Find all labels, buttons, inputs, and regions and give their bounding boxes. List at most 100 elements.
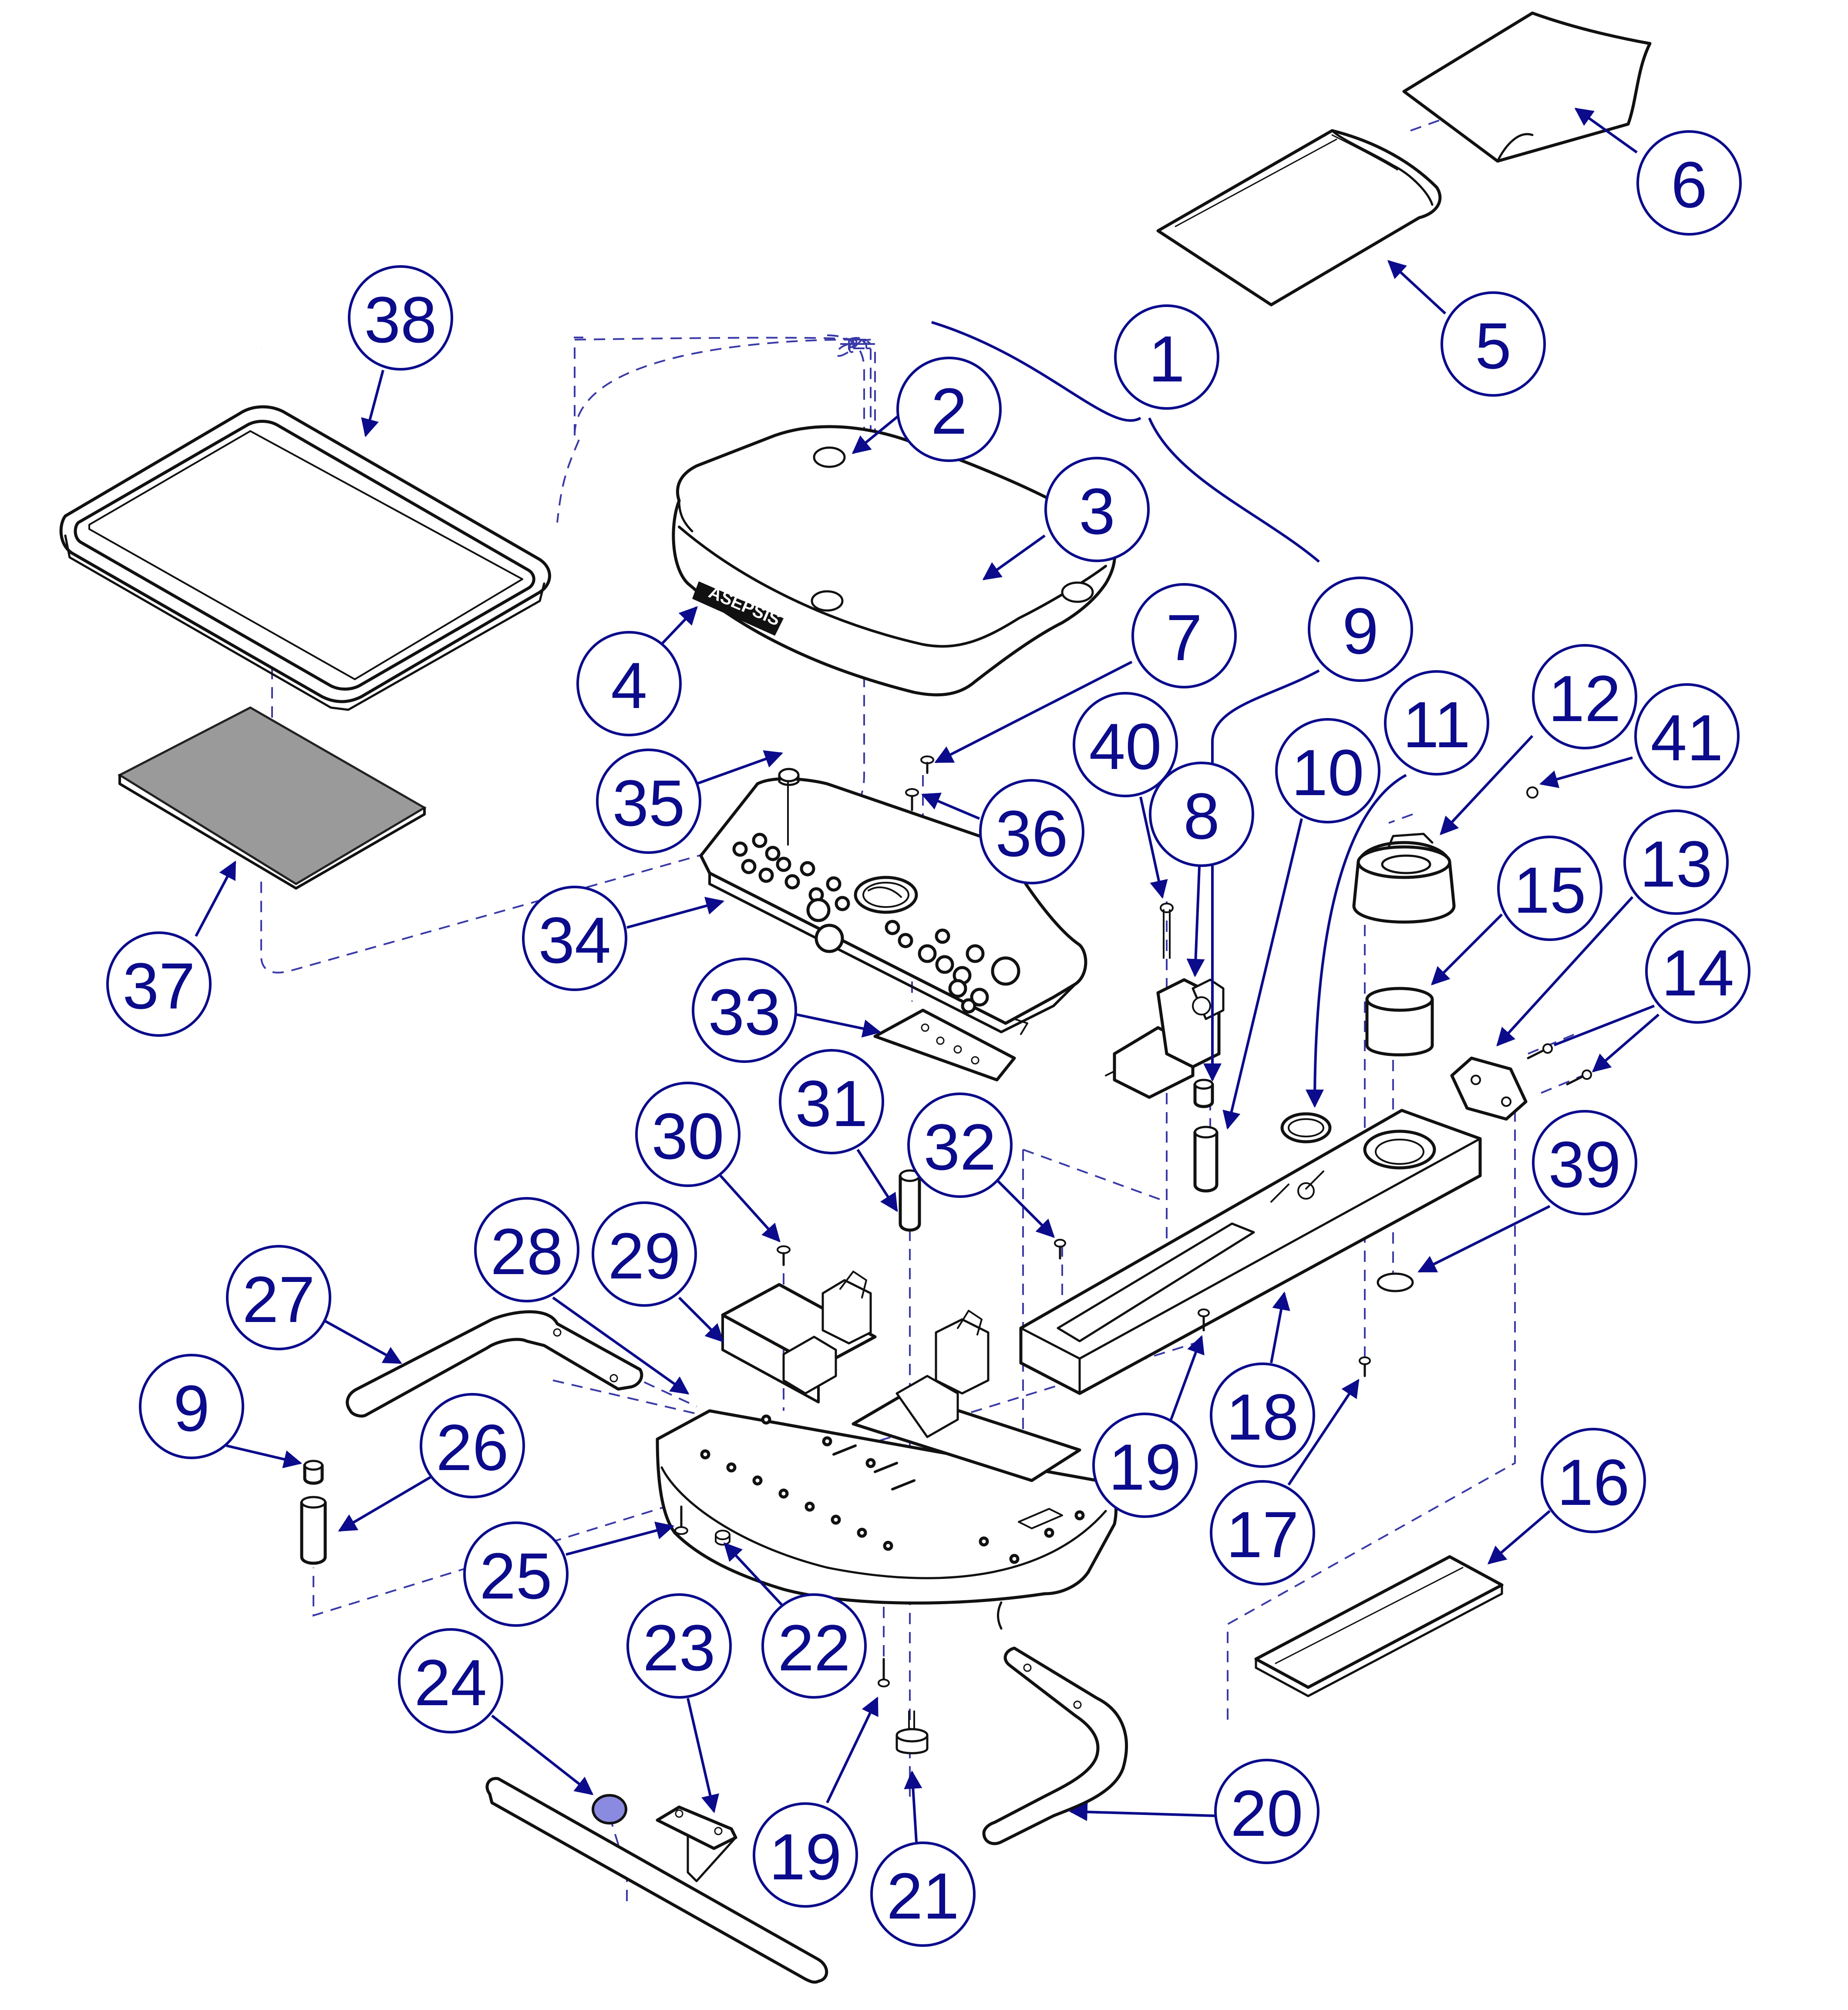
leader-c19b bbox=[826, 1696, 879, 1804]
callout-c9b: 9 bbox=[139, 1354, 244, 1459]
callout-circle bbox=[1114, 304, 1219, 410]
leader-c38 bbox=[361, 370, 384, 438]
callout-c1: 1 bbox=[1114, 304, 1219, 410]
callout-number: 14 bbox=[1662, 936, 1734, 1009]
leader-c26 bbox=[338, 1470, 441, 1532]
leader-c8 bbox=[1186, 866, 1205, 978]
callout-c17: 17 bbox=[1210, 1480, 1315, 1585]
leader-c18 bbox=[1270, 1291, 1290, 1363]
leader-c41 bbox=[1539, 756, 1633, 788]
part-11-o-ring bbox=[1280, 1112, 1332, 1143]
part-9-cap-left bbox=[303, 1460, 324, 1485]
guide-line-lid bbox=[848, 343, 856, 353]
leader-c21 bbox=[904, 1770, 922, 1842]
part-32-valve-plate bbox=[852, 1239, 1081, 1482]
callout-circle bbox=[896, 357, 1002, 462]
callout-circle bbox=[1210, 1362, 1315, 1468]
leader-c17 bbox=[1287, 1379, 1360, 1486]
callout-number: 21 bbox=[887, 1859, 959, 1932]
leader-c22 bbox=[724, 1542, 785, 1608]
callout-circle bbox=[463, 1521, 569, 1627]
callout-number: 40 bbox=[1089, 710, 1162, 783]
callout-number: 19 bbox=[1109, 1430, 1182, 1504]
guide-line-lid-q bbox=[556, 439, 580, 523]
callout-number: 29 bbox=[608, 1219, 681, 1292]
callout-c21: 21 bbox=[870, 1841, 976, 1947]
leader-c16 bbox=[1487, 1510, 1551, 1565]
callout-number: 35 bbox=[613, 766, 685, 840]
callout-c14: 14 bbox=[1645, 918, 1750, 1024]
callout-number: 26 bbox=[436, 1411, 509, 1484]
leader-c35 bbox=[696, 750, 783, 785]
callout-c19a: 19 bbox=[1092, 1413, 1198, 1518]
callout-circle bbox=[398, 1628, 503, 1733]
guide-13-16 bbox=[1227, 1110, 1516, 1720]
base-holes bbox=[700, 1414, 1085, 1564]
callout-c39: 39 bbox=[1532, 1110, 1637, 1215]
callout-circle bbox=[474, 1197, 579, 1302]
callout-c8: 8 bbox=[1149, 762, 1254, 867]
callout-circle bbox=[592, 1201, 697, 1307]
part-33-bracket-plate bbox=[873, 1008, 1028, 1082]
part-13-cover-plate bbox=[1450, 1056, 1528, 1121]
leader-c14 bbox=[1553, 1005, 1659, 1071]
leader-c37 bbox=[195, 860, 236, 937]
guide-line-3 bbox=[835, 339, 863, 357]
callout-circle bbox=[1131, 583, 1237, 688]
callout-circle bbox=[1645, 918, 1750, 1024]
leader-c15 bbox=[1431, 913, 1503, 985]
callout-number: 24 bbox=[414, 1646, 487, 1719]
callout-number: 5 bbox=[1475, 309, 1511, 382]
part-34-control-panel bbox=[699, 777, 1087, 1033]
leader-c19a bbox=[1170, 1335, 1205, 1420]
part-23-t-handle bbox=[485, 1777, 828, 1984]
callout-c25: 25 bbox=[463, 1521, 569, 1627]
callout-circle bbox=[139, 1354, 244, 1459]
callout-circle bbox=[522, 886, 627, 991]
part-21-thumb-screw bbox=[895, 1710, 929, 1754]
part-18-arm bbox=[1019, 1109, 1482, 1395]
callout-c37: 37 bbox=[106, 931, 212, 1037]
callout-circle bbox=[420, 1393, 525, 1498]
callout-c31: 31 bbox=[779, 1049, 884, 1154]
callout-circle bbox=[1541, 1428, 1646, 1533]
leader-c36 bbox=[921, 793, 980, 820]
part-22-bumper bbox=[715, 1530, 730, 1546]
part-26-tube bbox=[300, 1496, 327, 1565]
guide-32-18 bbox=[1023, 1149, 1167, 1203]
callout-circle bbox=[635, 1082, 741, 1187]
part-15-sleeve bbox=[1365, 987, 1434, 1056]
callout-number: 25 bbox=[480, 1539, 552, 1612]
callout-circle bbox=[692, 958, 797, 1063]
part-17-screw bbox=[1359, 1356, 1371, 1377]
callout-number: 32 bbox=[924, 1110, 996, 1184]
part-24-disk bbox=[592, 1794, 627, 1825]
callout-number: 30 bbox=[652, 1099, 724, 1173]
guide-line-lid-k bbox=[574, 339, 849, 436]
part-12-cup-holder bbox=[1352, 833, 1456, 924]
leader-c28 bbox=[552, 1296, 690, 1395]
callout-c32: 32 bbox=[907, 1093, 1013, 1198]
part-9-cap-right bbox=[1193, 1079, 1214, 1108]
callout-circle bbox=[1149, 762, 1254, 867]
callout-c24: 24 bbox=[398, 1628, 503, 1733]
callout-number: 36 bbox=[996, 797, 1068, 870]
callout-c23: 23 bbox=[626, 1593, 732, 1699]
callout-number: 22 bbox=[778, 1611, 851, 1684]
callout-c19b: 19 bbox=[753, 1802, 858, 1908]
part-39-clip-ring bbox=[1377, 1272, 1414, 1292]
callout-c34: 34 bbox=[522, 886, 627, 991]
callout-number: 39 bbox=[1548, 1128, 1621, 1201]
callout-c41: 41 bbox=[1634, 683, 1740, 789]
callout-circle bbox=[1497, 836, 1602, 941]
callout-number: 41 bbox=[1651, 701, 1723, 774]
part-28-base bbox=[656, 1409, 1118, 1605]
leader-c32 bbox=[996, 1179, 1055, 1238]
callout-circle bbox=[1214, 1759, 1320, 1864]
callout-number: 2 bbox=[931, 374, 967, 448]
part-19-screw-upper bbox=[1198, 1309, 1210, 1332]
leader-c31 bbox=[856, 1149, 898, 1212]
part-38-tray bbox=[59, 405, 551, 711]
callout-number: 13 bbox=[1640, 827, 1713, 900]
callout-c13: 13 bbox=[1623, 809, 1729, 915]
